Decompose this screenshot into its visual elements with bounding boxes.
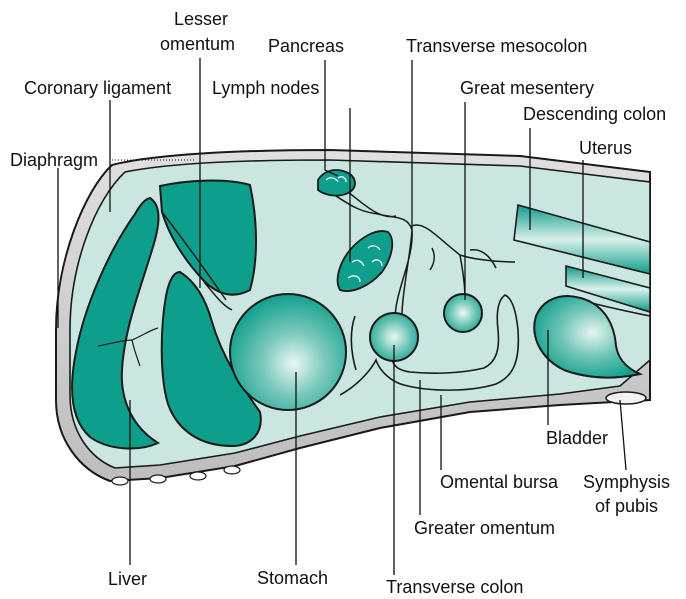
- label-lymph-nodes: Lymph nodes: [212, 78, 319, 98]
- stomach: [230, 294, 346, 410]
- wall-oval: [190, 472, 206, 480]
- label-transverse-mesocolon: Transverse mesocolon: [406, 36, 587, 56]
- label-liver: Liver: [108, 569, 147, 589]
- symphysis-pubis: [606, 392, 646, 404]
- label-diaphragm: Diaphragm: [10, 150, 98, 170]
- label-lesser-omentum-line2: omentum: [160, 34, 235, 54]
- label-omental-bursa: Omental bursa: [440, 472, 559, 492]
- label-uterus: Uterus: [579, 138, 632, 158]
- label-great-mesentery: Great mesentery: [460, 78, 594, 98]
- label-transverse-colon: Transverse colon: [386, 577, 523, 597]
- label-symphysis-line1: Symphysis: [583, 472, 670, 492]
- wall-oval: [112, 477, 128, 485]
- label-bladder: Bladder: [546, 428, 608, 448]
- wall-oval: [150, 475, 166, 483]
- label-lesser-omentum-line1: Lesser: [174, 9, 228, 29]
- mesenteric-bowel: [444, 294, 482, 332]
- label-symphysis-line2: of pubis: [595, 496, 658, 516]
- label-coronary-ligament: Coronary ligament: [24, 78, 171, 98]
- label-descending-colon: Descending colon: [523, 104, 666, 124]
- wall-oval: [224, 466, 240, 474]
- label-pancreas: Pancreas: [268, 36, 344, 56]
- label-greater-omentum: Greater omentum: [414, 518, 555, 538]
- label-stomach: Stomach: [257, 568, 328, 588]
